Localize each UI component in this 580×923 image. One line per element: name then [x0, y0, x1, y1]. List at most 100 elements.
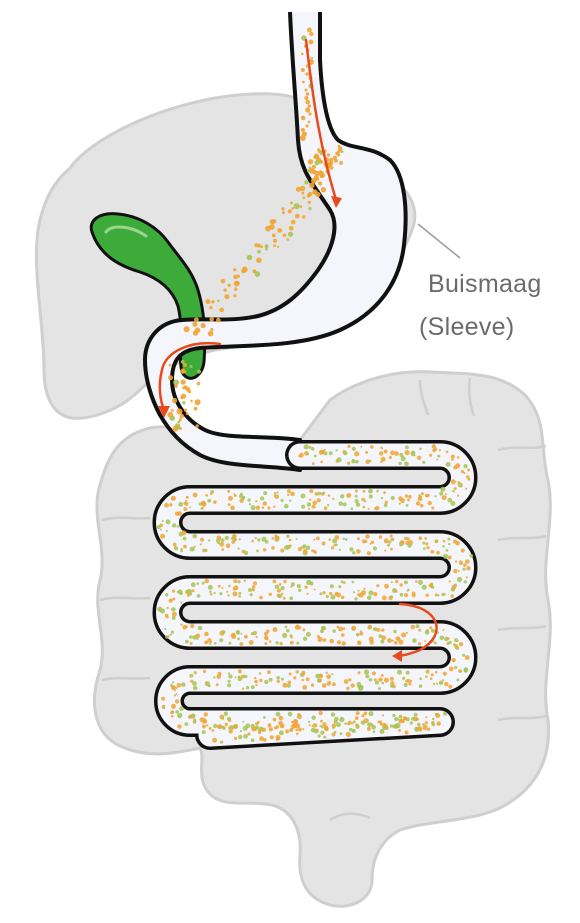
- food-particle: [384, 584, 389, 589]
- food-particle: [381, 674, 384, 677]
- food-particle: [170, 711, 173, 714]
- food-particle: [367, 727, 371, 731]
- food-particle: [305, 107, 310, 112]
- food-particle: [305, 72, 309, 76]
- food-particle: [376, 584, 379, 587]
- food-particle: [177, 724, 182, 729]
- food-particle: [446, 451, 449, 454]
- food-particle: [294, 203, 300, 209]
- food-particle: [442, 545, 445, 548]
- food-particle: [233, 591, 238, 596]
- food-particle: [271, 537, 274, 540]
- food-particle: [425, 630, 430, 635]
- food-particle: [343, 538, 346, 541]
- food-particle: [189, 674, 193, 678]
- food-particle: [218, 585, 221, 588]
- food-particle: [174, 694, 176, 696]
- food-particle: [178, 502, 183, 507]
- food-particle: [436, 459, 438, 461]
- food-particle: [244, 551, 248, 555]
- food-particle: [324, 726, 329, 731]
- food-particle: [209, 317, 214, 322]
- food-particle: [282, 633, 287, 638]
- food-particle: [414, 713, 418, 717]
- food-particle: [274, 492, 277, 495]
- food-particle: [390, 595, 393, 598]
- food-particle: [449, 580, 451, 582]
- food-particle: [316, 537, 320, 541]
- food-particle: [354, 451, 359, 456]
- food-particle: [253, 581, 257, 585]
- food-particle: [181, 682, 186, 687]
- food-particle: [190, 680, 193, 683]
- food-particle: [175, 699, 179, 703]
- food-particle: [209, 306, 212, 309]
- food-particle: [304, 586, 307, 589]
- food-particle: [335, 592, 339, 596]
- food-particle: [209, 591, 212, 594]
- food-particle: [198, 626, 203, 631]
- food-particle: [222, 630, 226, 634]
- food-particle: [190, 400, 193, 403]
- food-particle: [406, 537, 409, 540]
- food-particle: [238, 592, 241, 595]
- food-particle: [419, 677, 422, 680]
- food-particle: [457, 577, 462, 582]
- food-particle: [460, 670, 462, 672]
- food-particle: [222, 587, 224, 589]
- food-particle: [184, 409, 187, 412]
- food-particle: [296, 670, 299, 673]
- food-particle: [417, 727, 422, 732]
- food-particle: [433, 721, 435, 723]
- food-particle: [201, 323, 206, 328]
- food-particle: [196, 424, 199, 427]
- food-particle: [432, 444, 436, 448]
- food-particle: [202, 725, 206, 729]
- food-particle: [411, 625, 416, 630]
- food-particle: [349, 547, 353, 551]
- food-particle: [179, 706, 184, 711]
- food-particle: [463, 464, 467, 468]
- food-particle: [308, 121, 311, 124]
- food-particle: [303, 549, 307, 553]
- food-particle: [204, 632, 209, 637]
- food-particle: [394, 451, 399, 456]
- food-particle: [369, 678, 373, 682]
- food-particle: [273, 244, 276, 247]
- food-particle: [443, 540, 446, 543]
- food-particle: [311, 447, 315, 451]
- food-particle: [265, 248, 268, 251]
- food-particle: [237, 637, 240, 640]
- food-particle: [205, 683, 208, 686]
- food-particle: [323, 492, 326, 495]
- food-particle: [324, 506, 328, 510]
- food-particle: [338, 501, 343, 506]
- food-particle: [448, 685, 452, 689]
- food-particle: [331, 712, 335, 716]
- food-particle: [238, 595, 241, 598]
- food-particle: [231, 540, 235, 544]
- food-particle: [367, 722, 372, 727]
- food-particle: [228, 642, 231, 645]
- food-particle: [429, 583, 433, 587]
- food-particle: [356, 711, 360, 715]
- food-particle: [228, 585, 231, 588]
- food-particle: [452, 585, 456, 589]
- food-particle: [251, 727, 255, 731]
- food-particle: [255, 684, 257, 686]
- food-particle: [280, 724, 285, 729]
- food-particle: [328, 494, 331, 497]
- food-particle: [404, 462, 409, 467]
- food-particle: [234, 585, 239, 590]
- food-particle: [263, 716, 266, 719]
- food-particle: [446, 549, 449, 552]
- food-particle: [452, 490, 455, 493]
- food-particle: [308, 201, 311, 204]
- food-particle: [381, 682, 384, 685]
- food-particle: [462, 568, 465, 571]
- food-particle: [194, 317, 199, 322]
- food-particle: [160, 534, 165, 539]
- food-particle: [291, 220, 296, 225]
- food-particle: [262, 537, 267, 542]
- food-particle: [426, 594, 429, 597]
